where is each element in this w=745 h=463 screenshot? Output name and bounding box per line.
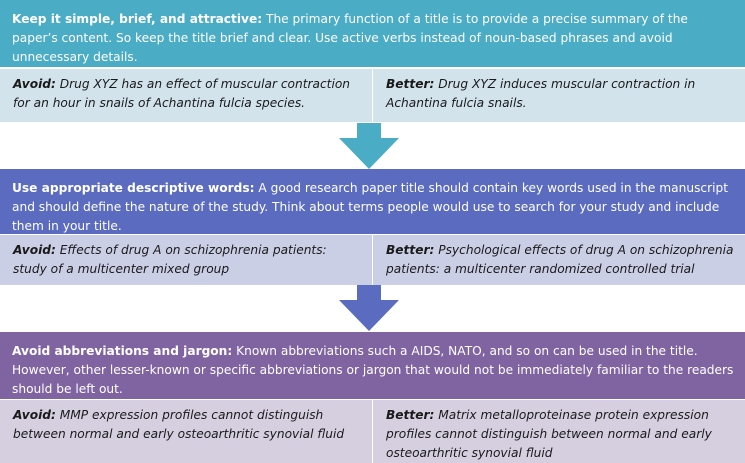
better-text: Psychological effects of drug A on schiz… <box>386 243 734 276</box>
avoid-label: Avoid: <box>13 243 56 257</box>
avoid-text: MMP expression profiles cannot distingui… <box>13 408 345 441</box>
section-3-better-cell: Better: Matrix metalloproteinase protein… <box>372 400 745 463</box>
section-2-title: Use appropriate descriptive words: <box>12 181 255 195</box>
section-1-body: The primary function of a title is to pr… <box>12 12 688 64</box>
section-2-avoid-cell: Avoid: Effects of drug A on schizophreni… <box>0 235 372 285</box>
avoid-text: Effects of drug A on schizophrenia patie… <box>13 243 327 276</box>
section-2-better-cell: Better: Psychological effects of drug A … <box>372 235 745 285</box>
better-label: Better: <box>386 243 435 257</box>
better-label: Better: <box>386 77 435 91</box>
better-text: Drug XYZ induces muscular contraction in… <box>386 77 696 110</box>
section-1-title: Keep it simple, brief, and attractive: <box>12 12 263 26</box>
section-3-examples: Avoid: MMP expression profiles cannot di… <box>0 400 745 463</box>
section-1-better-cell: Better: Drug XYZ induces muscular contra… <box>372 69 745 122</box>
section-3-header: Avoid abbreviations and jargon: Known ab… <box>0 332 745 399</box>
better-label: Better: <box>386 408 435 422</box>
avoid-label: Avoid: <box>13 77 56 91</box>
down-arrow-icon <box>339 285 399 331</box>
avoid-label: Avoid: <box>13 408 56 422</box>
section-3-body: Known abbreviations such a AIDS, NATO, a… <box>12 344 734 396</box>
section-1-header: Keep it simple, brief, and attractive: T… <box>0 0 745 67</box>
section-1-avoid-cell: Avoid: Drug XYZ has an effect of muscula… <box>0 69 372 122</box>
section-2-header: Use appropriate descriptive words: A goo… <box>0 169 745 234</box>
better-text: Matrix metalloproteinase protein express… <box>386 408 712 460</box>
avoid-text: Drug XYZ has an effect of muscular contr… <box>13 77 351 110</box>
section-3-avoid-cell: Avoid: MMP expression profiles cannot di… <box>0 400 372 463</box>
section-1-examples: Avoid: Drug XYZ has an effect of muscula… <box>0 69 745 122</box>
down-arrow-icon <box>339 123 399 169</box>
section-2-body: A good research paper title should conta… <box>12 181 729 233</box>
section-3-title: Avoid abbreviations and jargon: <box>12 344 233 358</box>
section-2-examples: Avoid: Effects of drug A on schizophreni… <box>0 235 745 285</box>
